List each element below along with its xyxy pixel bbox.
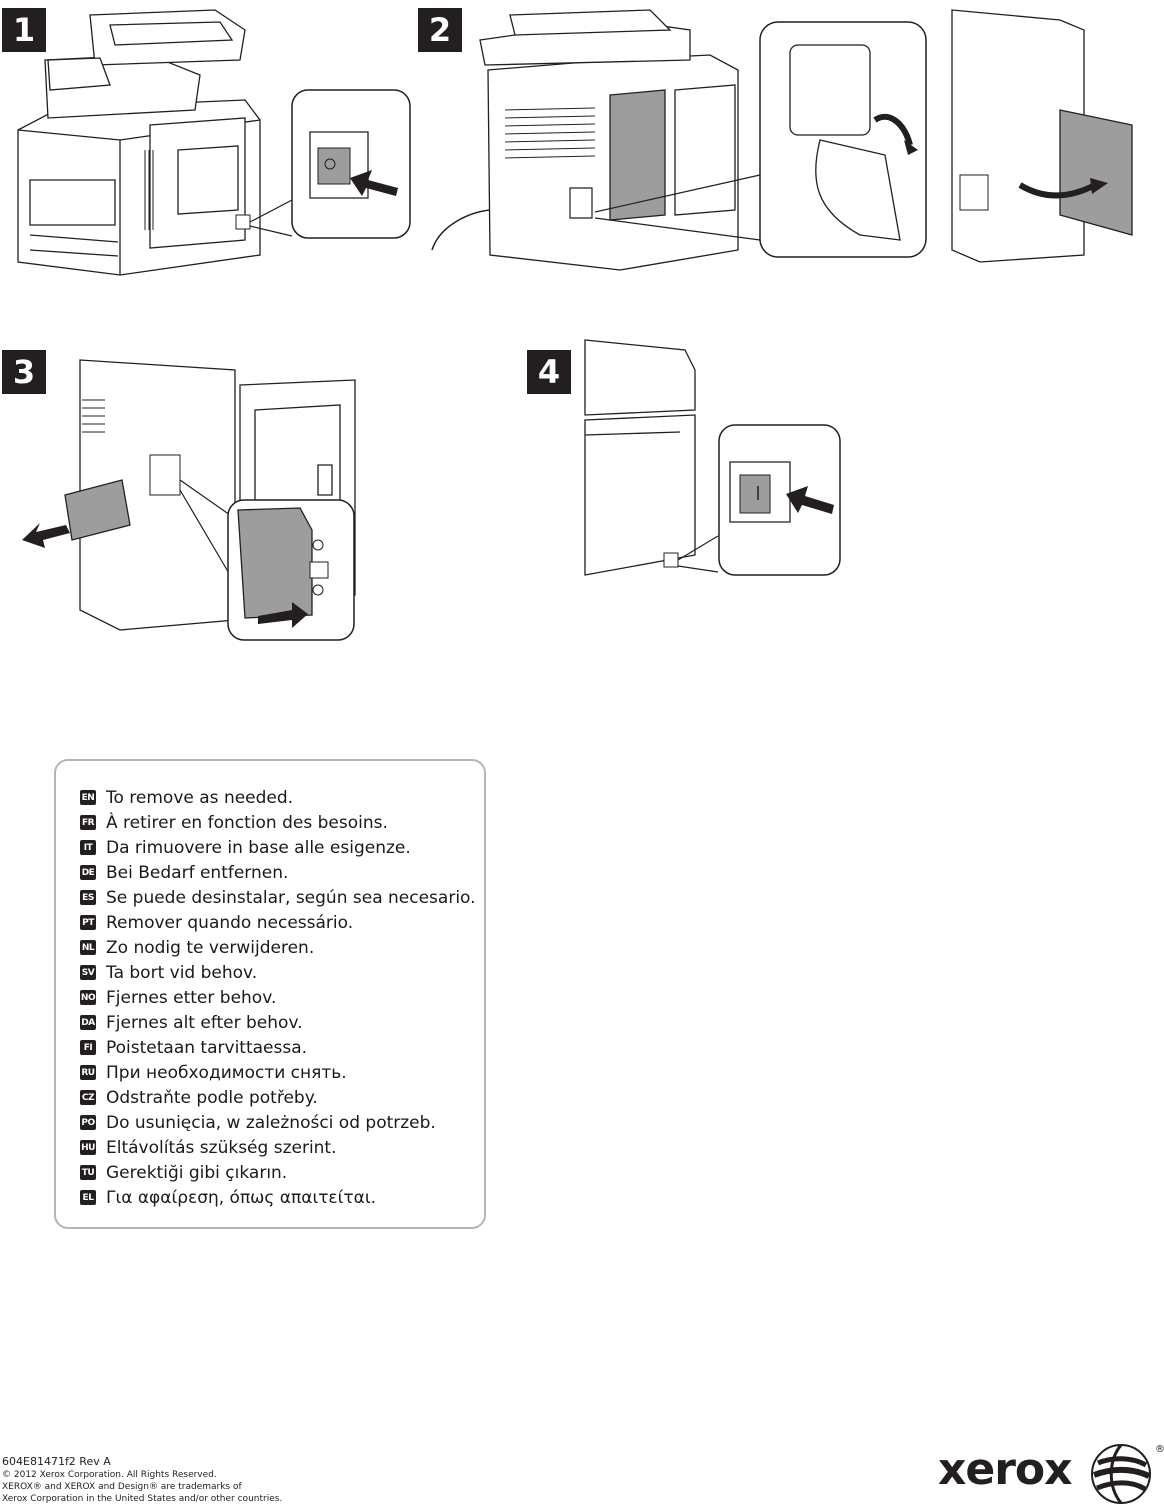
instruction-row-da: DA Fjernes alt efter behov.	[80, 1010, 303, 1035]
language-code-badge: NL	[80, 940, 96, 955]
instruction-text: Se puede desinstalar, según sea necesari…	[106, 887, 476, 908]
step-3-badge: 3	[2, 350, 46, 394]
language-code-badge: PT	[80, 915, 96, 930]
instruction-row-it: IT Da rimuovere in base alle esigenze.	[80, 835, 411, 860]
language-code-badge: PO	[80, 1115, 96, 1130]
instruction-row-el: EL Για αφαίρεση, όπως απαιτείται.	[80, 1185, 376, 1210]
language-code-badge: EN	[80, 790, 96, 805]
registered-mark: ®	[1155, 1444, 1164, 1455]
instruction-text: Da rimuovere in base alle esigenze.	[106, 837, 411, 858]
language-code-badge: DA	[80, 1015, 96, 1030]
trademark-text-2: Xerox Corporation in the United States a…	[2, 1494, 283, 1504]
instruction-row-sv: SV Ta bort vid behov.	[80, 960, 257, 985]
language-code-badge: HU	[80, 1140, 96, 1155]
step-1-badge: 1	[2, 8, 46, 52]
step-4-badge: 4	[527, 350, 571, 394]
instruction-row-de: DE Bei Bedarf entfernen.	[80, 860, 288, 885]
step-2-badge: 2	[418, 8, 462, 52]
instruction-text: Fjernes etter behov.	[106, 987, 277, 1008]
language-code-badge: IT	[80, 840, 96, 855]
instruction-row-ru: RU При необходимости снять.	[80, 1060, 347, 1085]
instruction-row-po: PO Do usunięcia, w zależności od potrzeb.	[80, 1110, 436, 1135]
instruction-text: Για αφαίρεση, όπως απαιτείται.	[106, 1187, 376, 1208]
instruction-text: При необходимости снять.	[106, 1062, 347, 1083]
step-1-printer-illustration	[0, 0, 420, 290]
instruction-box: EN To remove as needed. FR À retirer en fo…	[54, 759, 486, 1229]
language-code-badge: NO	[80, 990, 96, 1005]
language-code-badge: CZ	[80, 1090, 96, 1105]
step-2-printer-illustration	[420, 0, 1164, 290]
instruction-row-es: ES Se puede desinstalar, según sea necesa…	[80, 885, 476, 910]
instruction-row-fi: FI Poistetaan tarvittaessa.	[80, 1035, 307, 1060]
instruction-row-pt: PT Remover quando necessário.	[80, 910, 353, 935]
instruction-text: Zo nodig te verwijderen.	[106, 937, 315, 958]
language-code-badge: FR	[80, 815, 96, 830]
instruction-text: Fjernes alt efter behov.	[106, 1012, 303, 1033]
xerox-wordmark: xerox	[938, 1444, 1073, 1495]
instruction-text: Odstraňte podle potřeby.	[106, 1087, 318, 1108]
step-4-power-illustration	[580, 340, 850, 615]
instruction-text: Remover quando necessário.	[106, 912, 354, 933]
instruction-text: À retirer en fonction des besoins.	[106, 812, 388, 833]
instruction-text: Bei Bedarf entfernen.	[106, 862, 289, 883]
language-code-badge: FI	[80, 1040, 96, 1055]
language-code-badge: RU	[80, 1065, 96, 1080]
instruction-row-fr: FR À retirer en fonction des besoins.	[80, 810, 388, 835]
instruction-row-hu: HU Eltávolítás szükség szerint.	[80, 1135, 337, 1160]
instruction-text: Poistetaan tarvittaessa.	[106, 1037, 308, 1058]
copyright-text: © 2012 Xerox Corporation. All Rights Res…	[2, 1470, 217, 1480]
language-code-badge: DE	[80, 865, 96, 880]
instruction-text: Ta bort vid behov.	[106, 962, 258, 983]
instruction-text: Gerektiği gibi çıkarın.	[106, 1162, 288, 1183]
document-number: 604E81471f2 Rev A	[2, 1455, 111, 1468]
instruction-row-tu: TU Gerektiği gibi çıkarın.	[80, 1160, 287, 1185]
xerox-globe-icon	[1091, 1444, 1151, 1504]
language-code-badge: TU	[80, 1165, 96, 1180]
step-3-module-illustration	[22, 340, 380, 650]
trademark-text-1: XEROX® and XEROX and Design® are tradema…	[2, 1482, 242, 1492]
instruction-row-cz: CZ Odstraňte podle potřeby.	[80, 1085, 318, 1110]
language-code-badge: SV	[80, 965, 96, 980]
instruction-text: Eltávolítás szükség szerint.	[106, 1137, 337, 1158]
instruction-row-no: NO Fjernes etter behov.	[80, 985, 276, 1010]
footer-legal: 604E81471f2 Rev A © 2012 Xerox Corporati…	[2, 1455, 282, 1505]
instruction-row-nl: NL Zo nodig te verwijderen.	[80, 935, 314, 960]
instruction-text: To remove as needed.	[106, 787, 294, 808]
language-code-badge: ES	[80, 890, 96, 905]
instruction-row-en: EN To remove as needed.	[80, 785, 293, 810]
language-code-badge: EL	[80, 1190, 96, 1205]
instruction-text: Do usunięcia, w zależności od potrzeb.	[106, 1112, 436, 1133]
